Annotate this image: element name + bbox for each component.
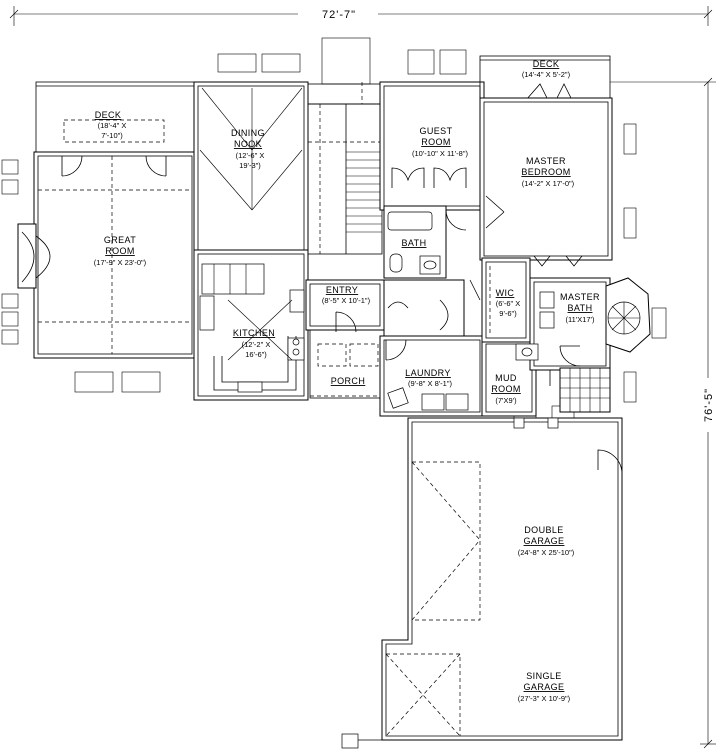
overall-depth-dimension: 76'-5" bbox=[610, 77, 716, 749]
stairs-hall bbox=[307, 82, 383, 255]
laundry: LAUNDRY (9'-8" X 8'-1") bbox=[379, 335, 485, 417]
exterior-window-markers bbox=[1, 37, 667, 421]
deck-right-name: DECK bbox=[533, 59, 560, 69]
master-bath-size: (11'X17') bbox=[566, 315, 595, 324]
deck-right-size: (14'-4" X 5'-2") bbox=[522, 70, 571, 79]
single-garage-name-2: GARAGE bbox=[524, 682, 565, 692]
overall-width-label: 72'-7" bbox=[322, 9, 356, 21]
deck-left: DECK (18'-4" X 7'-10") bbox=[35, 81, 195, 155]
hall-closets bbox=[383, 279, 481, 337]
entry-size: (8'-5" X 10'-1") bbox=[322, 296, 371, 305]
shower bbox=[559, 367, 611, 413]
kitchen-size-1: (12'-2" X bbox=[242, 340, 271, 349]
kitchen: KITCHEN (12'-2" X 16'-6") bbox=[193, 249, 309, 401]
double-garage-name-1: DOUBLE bbox=[524, 525, 563, 535]
laundry-name: LAUNDRY bbox=[405, 368, 451, 378]
master-bedroom-size: (14'-2" X 17'-0") bbox=[522, 179, 575, 188]
svg-text:DECK: DECK bbox=[95, 110, 122, 120]
double-garage-size: (24'-8" X 25'-10") bbox=[518, 548, 575, 557]
deck-left-size-1: (18'-4" X bbox=[98, 121, 127, 130]
dining-nook-size-2: 19'-3") bbox=[239, 161, 261, 170]
svg-text:ROOM: ROOM bbox=[491, 384, 521, 394]
guest-room: GUEST ROOM (10'-10" X 11'-8") bbox=[379, 81, 485, 211]
entry: ENTRY (8'-5" X 10'-1") bbox=[305, 279, 385, 333]
svg-text:ENTRY: ENTRY bbox=[326, 285, 358, 295]
mud-room-size: (7'X9') bbox=[495, 396, 517, 405]
svg-text:BEDROOM: BEDROOM bbox=[521, 167, 570, 177]
mud-room-name-2: ROOM bbox=[491, 384, 521, 394]
guest-bath: BATH bbox=[383, 205, 467, 279]
deck-right: DECK (14'-4" X 5'-2") bbox=[479, 55, 611, 101]
svg-text:GARAGE: GARAGE bbox=[524, 682, 565, 692]
wic-size-1: (6'-6" X bbox=[496, 299, 521, 308]
wic-name: WIC bbox=[496, 288, 515, 298]
bath-name: BATH bbox=[402, 238, 427, 248]
walk-in-closet: WIC (6'-6" X 9'-6") bbox=[481, 257, 531, 343]
great-room-name-2: ROOM bbox=[105, 246, 135, 256]
guest-room-name-1: GUEST bbox=[419, 126, 452, 136]
dining-nook-size-1: (12'-6" X bbox=[236, 151, 265, 160]
master-bedroom-name-2: BEDROOM bbox=[521, 167, 570, 177]
entry-name: ENTRY bbox=[326, 285, 358, 295]
wic-size-2: 9'-6") bbox=[499, 309, 517, 318]
svg-text:NOOK: NOOK bbox=[234, 139, 262, 149]
dining-nook-name-2: NOOK bbox=[234, 139, 262, 149]
kitchen-size-2: 16'-6") bbox=[245, 350, 267, 359]
svg-text:GARAGE: GARAGE bbox=[524, 536, 565, 546]
dining-nook-name-1: DINING bbox=[231, 128, 265, 138]
great-room-size: (17'-9" X 23'-0") bbox=[94, 258, 147, 267]
double-garage-name-2: GARAGE bbox=[524, 536, 565, 546]
porch: PORCH bbox=[309, 329, 385, 399]
svg-text:LAUNDRY: LAUNDRY bbox=[405, 368, 451, 378]
kitchen-name: KITCHEN bbox=[233, 328, 275, 338]
svg-text:KITCHEN: KITCHEN bbox=[233, 328, 275, 338]
master-bath: MASTER BATH (11'X17') bbox=[515, 277, 651, 371]
stair-treads bbox=[346, 151, 382, 233]
great-room-name-1: GREAT bbox=[104, 235, 136, 245]
guest-room-name-2: ROOM bbox=[421, 137, 451, 147]
mud-room-name-1: MUD bbox=[495, 373, 517, 383]
master-bedroom: MASTER BEDROOM (14'-2" X 17'-0") bbox=[479, 97, 613, 267]
master-bath-name-1: MASTER bbox=[560, 292, 600, 302]
master-bath-name-2: BATH bbox=[568, 303, 593, 313]
deck-left-size-2: 7'-10") bbox=[101, 131, 123, 140]
master-bedroom-name-1: MASTER bbox=[526, 156, 566, 166]
guest-room-size: (10'-10" X 11'-8") bbox=[412, 149, 468, 158]
svg-text:BATH: BATH bbox=[402, 238, 427, 248]
single-garage-name-1: SINGLE bbox=[526, 671, 561, 681]
svg-text:ROOM: ROOM bbox=[105, 246, 135, 256]
dining-nook: DINING NOOK (12'-6" X 19'-3") bbox=[193, 81, 309, 255]
svg-text:ROOM: ROOM bbox=[421, 137, 451, 147]
svg-text:WIC: WIC bbox=[496, 288, 515, 298]
single-garage-size: (27'-3" X 10'-9") bbox=[518, 694, 571, 703]
overall-width-dimension: 72'-7" bbox=[9, 6, 713, 26]
overall-depth-label: 76'-5" bbox=[703, 388, 715, 422]
laundry-size: (9'-8" X 8'-1") bbox=[408, 379, 453, 388]
porch-name: PORCH bbox=[331, 376, 366, 386]
mud-room: MUD ROOM (7'X9') bbox=[481, 339, 551, 417]
svg-text:BATH: BATH bbox=[568, 303, 593, 313]
svg-text:DECK: DECK bbox=[533, 59, 560, 69]
deck-left-name: DECK bbox=[95, 110, 122, 120]
garage: DOUBLE GARAGE (24'-8" X 25'-10") SINGLE … bbox=[341, 417, 623, 749]
great-room: GREAT ROOM (17'-9" X 23'-0") bbox=[17, 151, 197, 359]
svg-text:PORCH: PORCH bbox=[331, 376, 366, 386]
